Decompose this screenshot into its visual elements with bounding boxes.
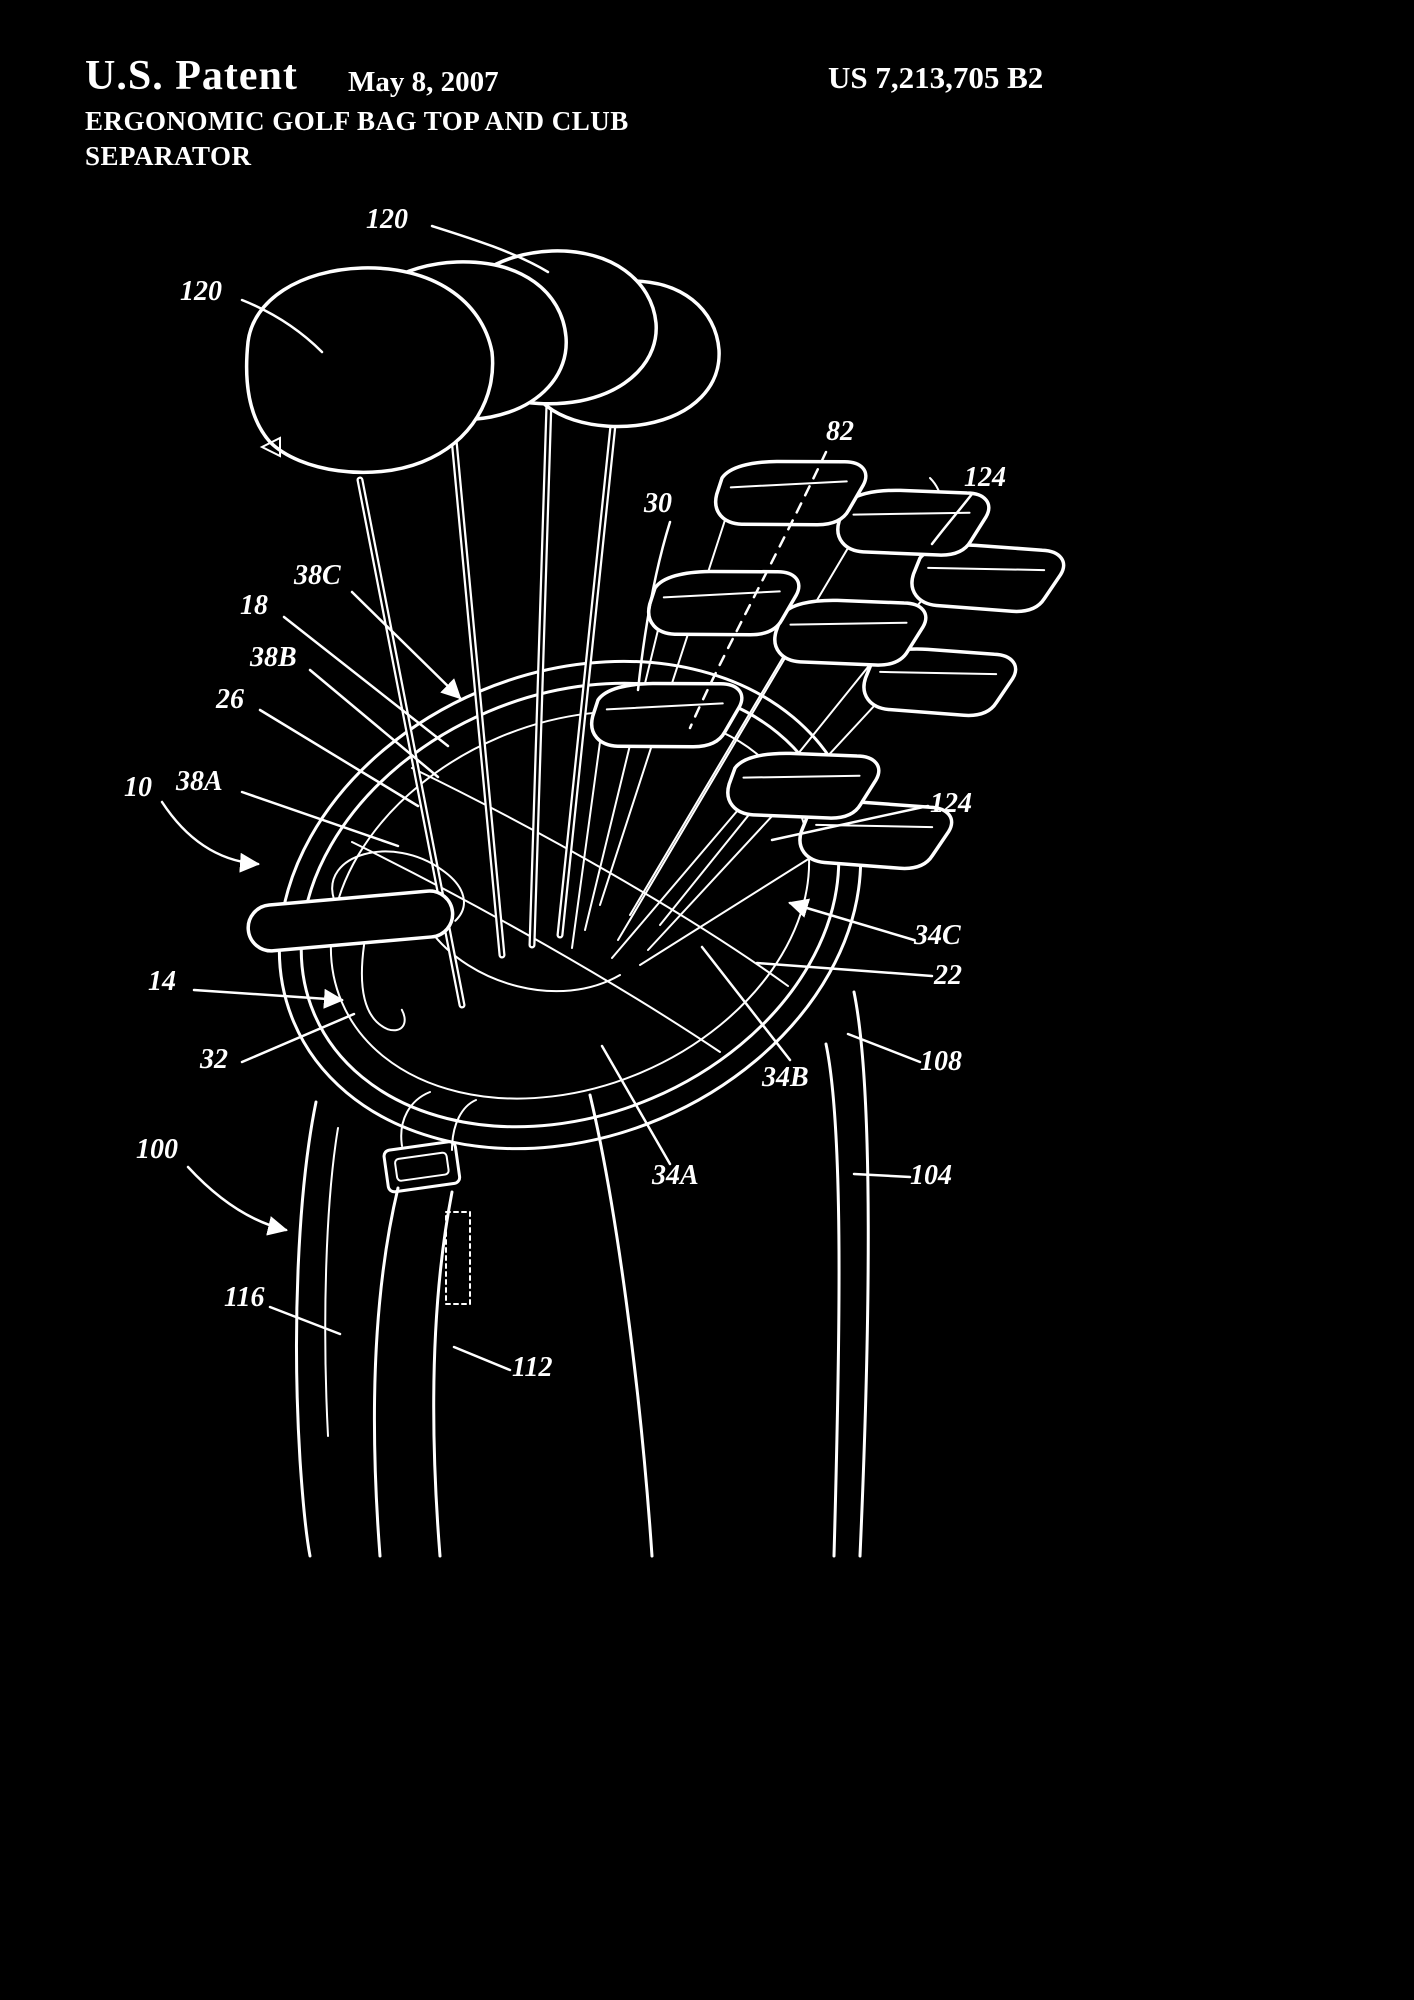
invention-title-line1: ERGONOMIC GOLF BAG TOP AND CLUB [85, 106, 629, 136]
ref-label-34A: 34A [652, 1160, 699, 1191]
wood-clubs [244, 249, 721, 1009]
invention-title: ERGONOMIC GOLF BAG TOP AND CLUB SEPARATO… [85, 104, 629, 174]
carry-handle [246, 850, 465, 1032]
wood-head-driver [244, 266, 495, 475]
iron-clubs [571, 442, 1068, 966]
ref-label-38B: 38B [250, 642, 297, 673]
ref-label-124-upper: 124 [964, 462, 1006, 493]
ref-label-120-left: 120 [180, 276, 222, 307]
ref-label-10: 10 [124, 772, 152, 803]
ref-label-104: 104 [910, 1160, 952, 1191]
ref-label-18: 18 [240, 590, 268, 621]
patent-number: US 7,213,705 B2 [828, 60, 1044, 95]
ref-label-32: 32 [200, 1044, 228, 1075]
ref-label-82: 82 [826, 416, 854, 447]
ref-label-108: 108 [920, 1046, 962, 1077]
ref-label-38C: 38C [294, 560, 341, 591]
shoulder-strap [372, 1091, 477, 1558]
ref-label-14: 14 [148, 966, 176, 997]
patent-date: May 8, 2007 [348, 66, 499, 98]
ref-label-30: 30 [644, 488, 672, 519]
strap-buckle [382, 1140, 462, 1194]
ref-label-38A: 38A [176, 766, 223, 797]
driver-sole-marker [259, 436, 281, 458]
golf-bag-body [295, 990, 870, 1558]
ref-label-120-top: 120 [366, 204, 408, 235]
iron-head [587, 664, 746, 765]
invention-title-line2: SEPARATOR [85, 141, 252, 172]
leader-lines [160, 224, 974, 1372]
patent-label: U.S. Patent [85, 53, 298, 99]
ref-label-100: 100 [136, 1134, 178, 1165]
ref-label-26: 26 [216, 684, 244, 715]
ref-label-34B: 34B [762, 1062, 809, 1093]
ref-label-112: 112 [512, 1352, 553, 1383]
ref-label-22: 22 [934, 960, 962, 991]
ref-label-34C: 34C [914, 920, 961, 951]
ref-label-116: 116 [224, 1282, 265, 1313]
ref-label-124-lower: 124 [930, 788, 972, 819]
